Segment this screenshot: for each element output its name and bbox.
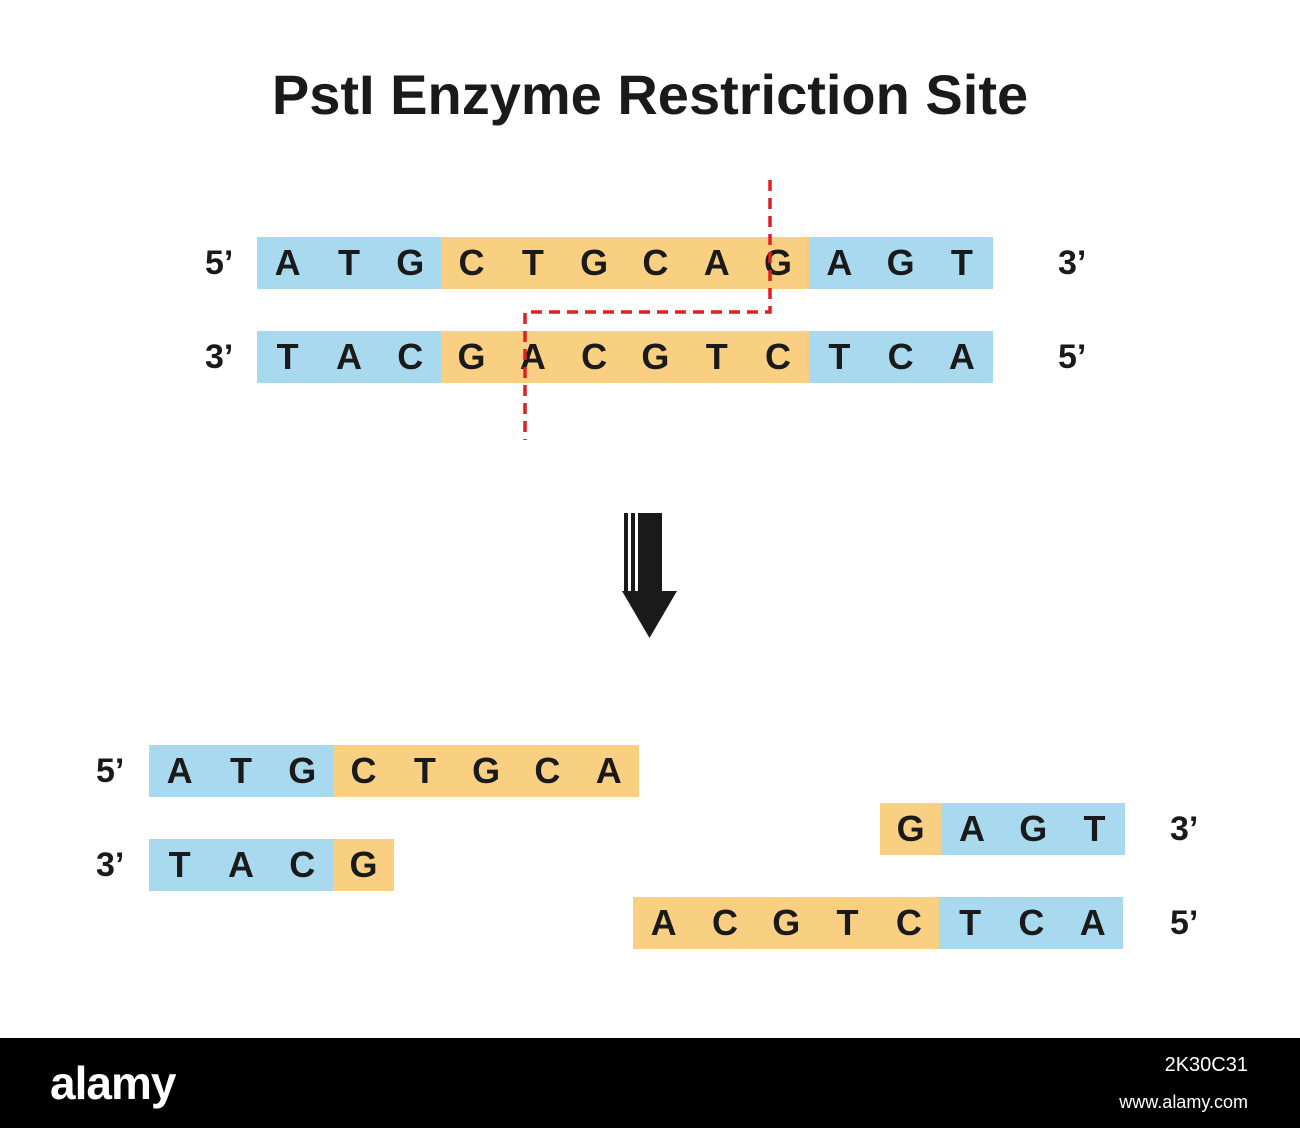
nucleotide-c: C <box>332 745 395 797</box>
bottom-strand-left-end: 3’ <box>205 338 234 376</box>
fragment-right-top-end: 3’ <box>1170 810 1199 848</box>
nucleotide-g: G <box>747 237 809 289</box>
nucleotide-c: C <box>271 839 333 891</box>
nucleotide-t: T <box>394 745 456 797</box>
top-strand-right-end: 3’ <box>1058 244 1087 282</box>
nucleotide-c: C <box>440 237 503 289</box>
nucleotide-g: G <box>880 803 942 855</box>
bottom-strand-right-end: 5’ <box>1058 338 1087 376</box>
fragment-left-bottom-end: 3’ <box>96 846 125 884</box>
nucleotide-g: G <box>379 237 441 289</box>
nucleotide-t: T <box>816 897 879 949</box>
nucleotide-t: T <box>1063 803 1126 855</box>
diagram-title: PstI Enzyme Restriction Site <box>271 63 1029 126</box>
nucleotide-c: C <box>878 897 940 949</box>
fragment-left-top-end: 5’ <box>96 752 125 790</box>
nucleotide-a: A <box>633 897 695 949</box>
nucleotide-g: G <box>440 331 503 383</box>
watermark-url: www.alamy.com <box>1119 1092 1248 1112</box>
nucleotide-c: C <box>624 237 687 289</box>
nucleotide-a: A <box>210 839 272 891</box>
nucleotide-a: A <box>686 237 748 289</box>
nucleotide-g: G <box>332 839 395 891</box>
nucleotide-t: T <box>210 745 272 797</box>
nucleotide-g: G <box>455 745 517 797</box>
watermark-bar: alamy 2K30C31 www.alamy.com <box>0 1038 1300 1128</box>
nucleotide-g: G <box>624 331 687 383</box>
top-strand-left-end: 5’ <box>205 244 234 282</box>
nucleotide-t: T <box>149 839 211 891</box>
nucleotide-c: C <box>379 331 441 383</box>
down-arrow-icon <box>622 513 677 638</box>
nucleotide-c: C <box>869 331 932 383</box>
nucleotide-g: G <box>1002 803 1064 855</box>
nucleotide-c: C <box>694 897 756 949</box>
nucleotide-a: A <box>1062 897 1124 949</box>
nucleotide-t: T <box>502 237 564 289</box>
nucleotide-t: T <box>686 331 748 383</box>
nucleotide-g: G <box>755 897 817 949</box>
nucleotide-g: G <box>869 237 932 289</box>
nucleotide-a: A <box>931 331 993 383</box>
fragment-right-bottom-end: 5’ <box>1170 904 1199 942</box>
nucleotide-a: A <box>941 803 1003 855</box>
nucleotide-t: T <box>939 897 1001 949</box>
nucleotide-g: G <box>563 237 625 289</box>
stock-id: 2K30C31 <box>1164 1054 1248 1076</box>
nucleotide-g: G <box>271 745 333 797</box>
nucleotide-a: A <box>578 745 640 797</box>
alamy-logo: alamy <box>50 1057 176 1109</box>
nucleotide-a: A <box>318 331 380 383</box>
nucleotide-c: C <box>1000 897 1063 949</box>
nucleotide-c: C <box>563 331 625 383</box>
nucleotide-a: A <box>257 237 319 289</box>
nucleotide-c: C <box>516 745 579 797</box>
nucleotide-t: T <box>318 237 380 289</box>
nucleotide-t: T <box>808 331 870 383</box>
nucleotide-a: A <box>502 331 564 383</box>
nucleotide-t: T <box>931 237 993 289</box>
nucleotide-a: A <box>808 237 870 289</box>
nucleotide-c: C <box>747 331 809 383</box>
nucleotide-a: A <box>149 745 211 797</box>
nucleotide-t: T <box>257 331 319 383</box>
